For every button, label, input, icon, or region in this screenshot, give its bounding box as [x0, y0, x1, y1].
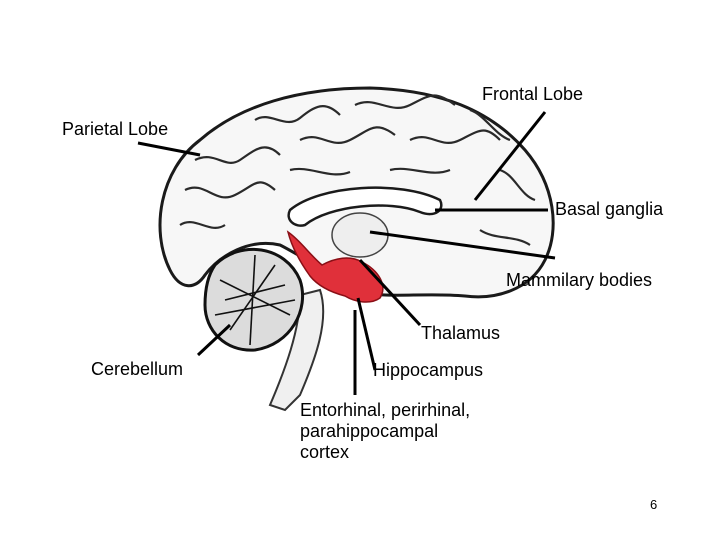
cerebellum-folia [214, 254, 296, 346]
label-cerebellum: Cerebellum [91, 359, 184, 379]
thalamus-shape [331, 212, 389, 258]
label-basal-ganglia: Basal ganglia [555, 199, 664, 219]
label-frontal-lobe: Frontal Lobe [482, 84, 584, 104]
label-entorhinal-cortex: Entorhinal, perirhinal, parahippocampal … [300, 400, 471, 462]
label-mammilary-bodies: Mammilary bodies [506, 270, 653, 290]
leader-parietal-lobe [137, 141, 201, 157]
leader-frontal-lobe [473, 111, 547, 201]
leader-hippocampus [356, 297, 377, 371]
leader-cerebellum [196, 323, 232, 357]
leader-thalamus [358, 258, 422, 327]
gyri [179, 94, 536, 246]
page-number: 6 [650, 497, 658, 512]
leader-lines [137, 111, 556, 395]
label-hippocampus: Hippocampus [373, 360, 484, 380]
corpus-callosum [287, 186, 443, 227]
label-thalamus: Thalamus [421, 323, 501, 343]
label-parietal-lobe: Parietal Lobe [62, 119, 169, 139]
leader-mammilary-bodies [369, 230, 556, 260]
brainstem [268, 288, 325, 412]
hippocampus-highlight [286, 230, 384, 303]
